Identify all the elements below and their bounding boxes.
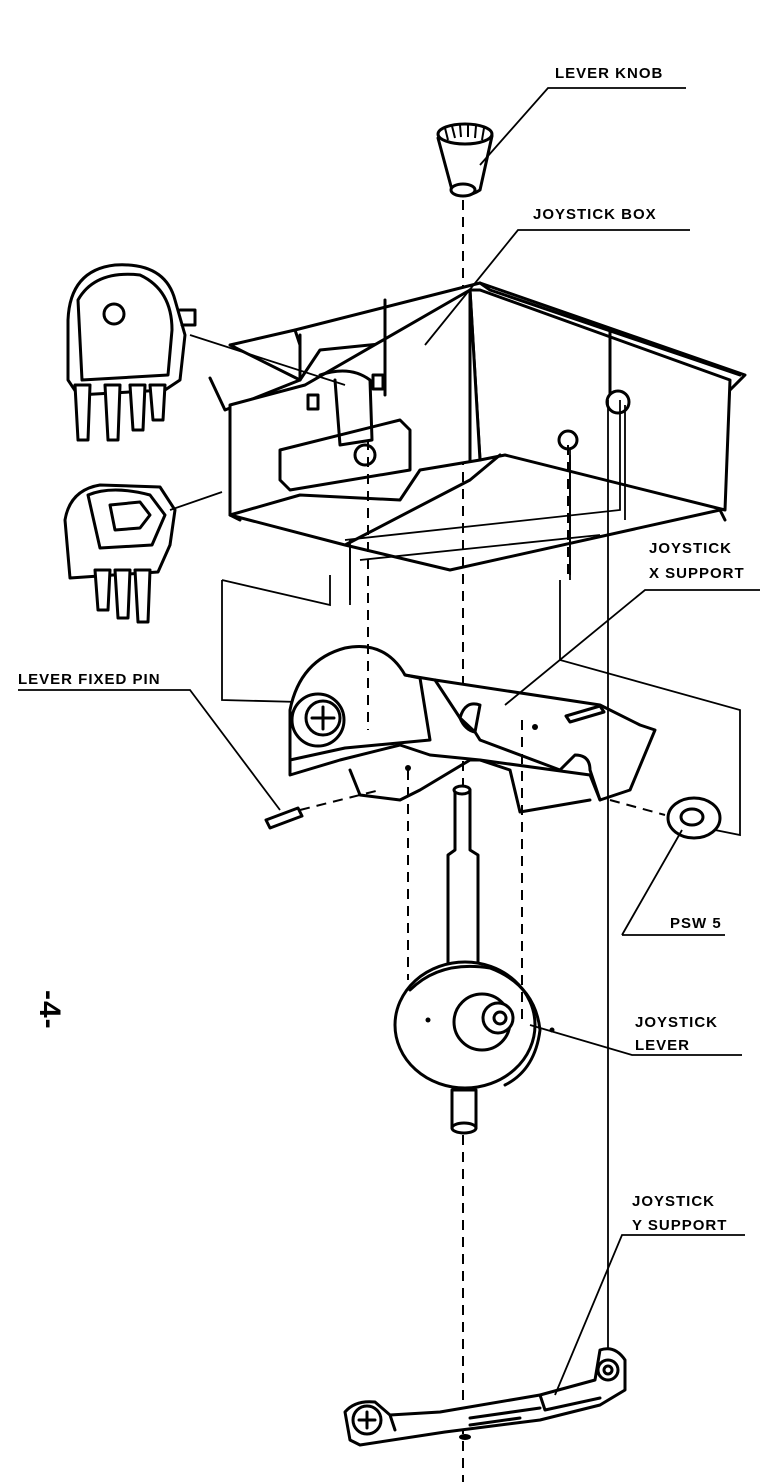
label-lever-knob: LEVER KNOB bbox=[555, 65, 663, 82]
frame-vertical-lines bbox=[349, 400, 626, 1380]
label-joystick-y-support-line1: JOYSTICK bbox=[632, 1193, 715, 1210]
label-leaders bbox=[18, 87, 760, 1396]
page-number: -4- bbox=[33, 990, 66, 1030]
label-joystick-x-support-line1: JOYSTICK bbox=[649, 540, 732, 557]
label-joystick-lever-line1: JOYSTICK bbox=[635, 1014, 718, 1031]
potentiometer-upper bbox=[66, 263, 346, 442]
label-lever-fixed-pin: LEVER FIXED PIN bbox=[18, 671, 161, 688]
label-psw5: PSW 5 bbox=[670, 915, 722, 932]
joystick-y-support bbox=[343, 1347, 627, 1447]
joystick-box bbox=[208, 281, 747, 572]
joystick-lever bbox=[393, 784, 555, 1135]
potentiometer-lower bbox=[63, 483, 223, 624]
assembly-dashed-lines bbox=[367, 440, 569, 1020]
label-joystick-lever-line2: LEVER bbox=[635, 1037, 690, 1054]
joystick-x-support bbox=[288, 645, 657, 814]
label-joystick-box: JOYSTICK BOX bbox=[533, 206, 657, 223]
lever-knob bbox=[436, 122, 494, 198]
label-joystick-y-support-line2: Y SUPPORT bbox=[632, 1217, 727, 1234]
lever-fixed-pin bbox=[264, 789, 381, 830]
label-joystick-x-support-line2: X SUPPORT bbox=[649, 565, 745, 582]
psw5-washer bbox=[609, 796, 722, 840]
